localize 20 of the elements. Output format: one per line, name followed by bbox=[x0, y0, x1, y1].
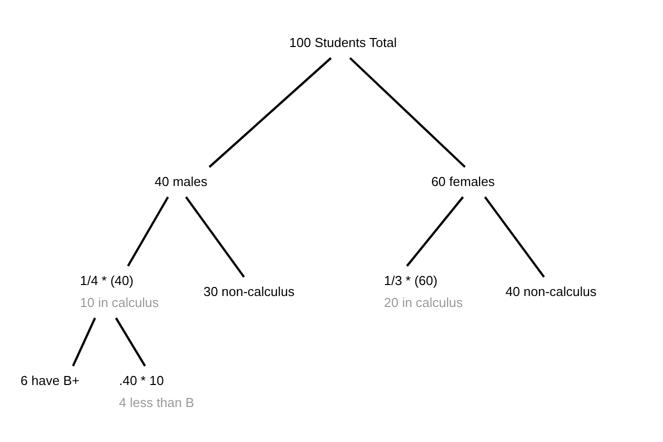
tree-branch-line bbox=[406, 196, 464, 267]
node-label: 60 females bbox=[431, 173, 495, 191]
count-label: 20 in calculus bbox=[384, 294, 463, 312]
count-label: 10 in calculus bbox=[80, 294, 159, 312]
node-label: 30 non-calculus bbox=[203, 283, 295, 301]
count-label: 4 less than B bbox=[119, 394, 194, 412]
node-label: 1/3 * (60) bbox=[384, 272, 438, 290]
node-label: .40 * 10 bbox=[119, 372, 165, 390]
tree-branch-line bbox=[115, 317, 146, 367]
tree-branch-line bbox=[127, 196, 169, 267]
node-label: 6 have B+ bbox=[20, 372, 80, 390]
node-label: 100 Students Total bbox=[289, 34, 397, 52]
tree-branch-line bbox=[208, 57, 332, 168]
node-label: 1/4 * (40) bbox=[80, 272, 134, 290]
tree-branch-line bbox=[72, 318, 96, 366]
tree-branch-line bbox=[349, 57, 466, 168]
node-label: 40 non-calculus bbox=[505, 283, 597, 301]
tree-branch-line bbox=[185, 196, 245, 278]
node-label: 40 males bbox=[154, 173, 208, 191]
tree-branch-line bbox=[484, 196, 545, 278]
